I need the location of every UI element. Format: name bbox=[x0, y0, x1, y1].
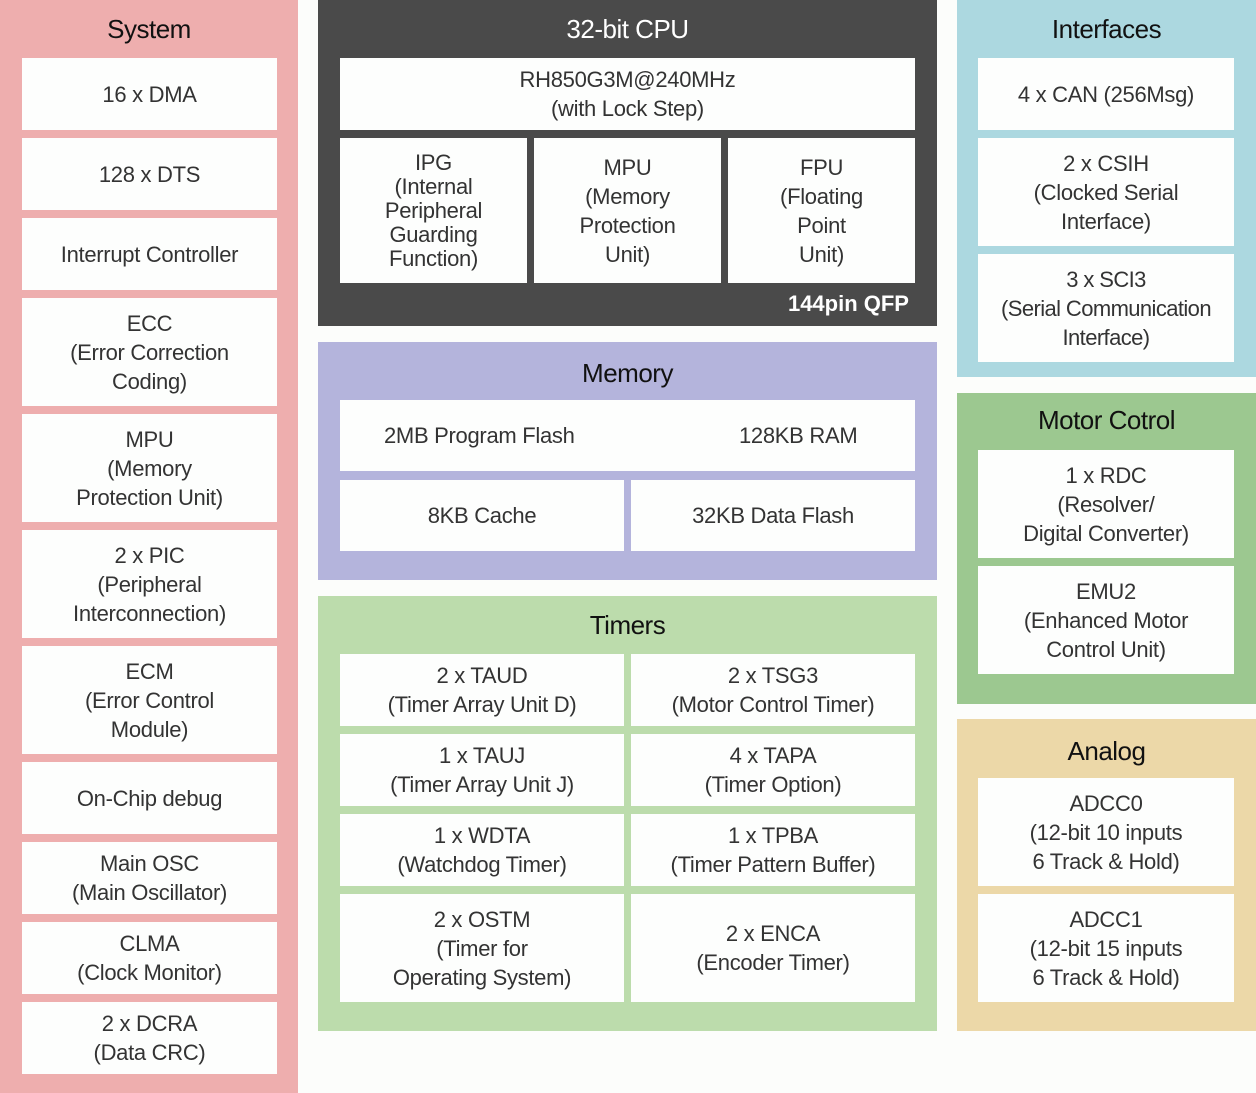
data-flash-block: 32KB Data Flash bbox=[631, 480, 915, 551]
timer-block: 2 x TAUD (Timer Array Unit D) bbox=[340, 654, 624, 726]
timer-block: 1 x TPBA (Timer Pattern Buffer) bbox=[631, 814, 915, 886]
analog-block: ADCC0 (12-bit 10 inputs 6 Track & Hold) bbox=[978, 778, 1234, 886]
motor-control-title: Motor Cotrol bbox=[1037, 405, 1176, 435]
system-block: Interrupt Controller bbox=[22, 218, 277, 290]
cpu-unit-mpu: MPU (Memory Protection Unit) bbox=[534, 138, 721, 283]
program-flash: 2MB Program Flash bbox=[384, 423, 575, 448]
motor-block: 1 x RDC (Resolver/ Digital Converter) bbox=[978, 450, 1234, 558]
system-block: 2 x PIC (Peripheral Interconnection) bbox=[22, 530, 277, 638]
interfaces-title: Interfaces bbox=[1051, 14, 1162, 44]
interfaces-panel: Interfaces 4 x CAN (256Msg) 2 x CSIH (Cl… bbox=[957, 0, 1256, 377]
analog-title: Analog bbox=[1067, 736, 1146, 766]
motor-block: EMU2 (Enhanced Motor Control Unit) bbox=[978, 566, 1234, 674]
ram: 128KB RAM bbox=[739, 423, 858, 448]
timer-block: 2 x OSTM (Timer for Operating System) bbox=[340, 894, 624, 1002]
timer-block: 2 x ENCA (Encoder Timer) bbox=[631, 894, 915, 1002]
system-block: Main OSC (Main Oscillator) bbox=[22, 842, 277, 914]
interface-block: 3 x SCI3 (Serial Communication Interface… bbox=[978, 254, 1234, 362]
timer-block: 4 x TAPA (Timer Option) bbox=[631, 734, 915, 806]
cache-block: 8KB Cache bbox=[340, 480, 624, 551]
timer-block: 1 x TAUJ (Timer Array Unit J) bbox=[340, 734, 624, 806]
system-block: 16 x DMA bbox=[22, 58, 277, 130]
analog-block: ADCC1 (12-bit 15 inputs 6 Track & Hold) bbox=[978, 894, 1234, 1002]
system-block: 2 x DCRA (Data CRC) bbox=[22, 1002, 277, 1074]
package-label: 144pin QFP bbox=[787, 291, 909, 316]
memory-row-flash-ram: 2MB Program Flash 128KB RAM bbox=[340, 400, 915, 471]
system-block: 128 x DTS bbox=[22, 138, 277, 210]
system-block: CLMA (Clock Monitor) bbox=[22, 922, 277, 994]
memory-title: Memory bbox=[582, 358, 673, 388]
cpu-unit-ipg: IPG (Internal Peripheral Guarding Functi… bbox=[340, 138, 527, 283]
motor-control-panel: Motor Cotrol 1 x RDC (Resolver/ Digital … bbox=[957, 393, 1256, 704]
system-block: ECC (Error Correction Coding) bbox=[22, 298, 277, 406]
timer-block: 2 x TSG3 (Motor Control Timer) bbox=[631, 654, 915, 726]
timers-panel: Timers 2 x TAUD (Timer Array Unit D) 2 x… bbox=[318, 596, 937, 1031]
cpu-core-block: RH850G3M@240MHz (with Lock Step) bbox=[340, 58, 915, 130]
memory-panel: Memory 2MB Program Flash 128KB RAM 8KB C… bbox=[318, 342, 937, 580]
timer-block: 1 x WDTA (Watchdog Timer) bbox=[340, 814, 624, 886]
system-block: ECM (Error Control Module) bbox=[22, 646, 277, 754]
interface-block: 2 x CSIH (Clocked Serial Interface) bbox=[978, 138, 1234, 246]
analog-panel: Analog ADCC0 (12-bit 10 inputs 6 Track &… bbox=[957, 719, 1256, 1031]
system-title: System bbox=[107, 14, 191, 44]
cpu-panel: 32-bit CPU RH850G3M@240MHz (with Lock St… bbox=[318, 0, 937, 326]
system-panel: System 16 x DMA 128 x DTS Interrupt Cont… bbox=[0, 0, 298, 1093]
timers-title: Timers bbox=[589, 610, 666, 640]
cpu-title: 32-bit CPU bbox=[566, 14, 689, 44]
system-block: MPU (Memory Protection Unit) bbox=[22, 414, 277, 522]
system-block: On-Chip debug bbox=[22, 762, 277, 834]
interface-block: 4 x CAN (256Msg) bbox=[978, 58, 1234, 130]
cpu-unit-fpu: FPU (Floating Point Unit) bbox=[728, 138, 915, 283]
